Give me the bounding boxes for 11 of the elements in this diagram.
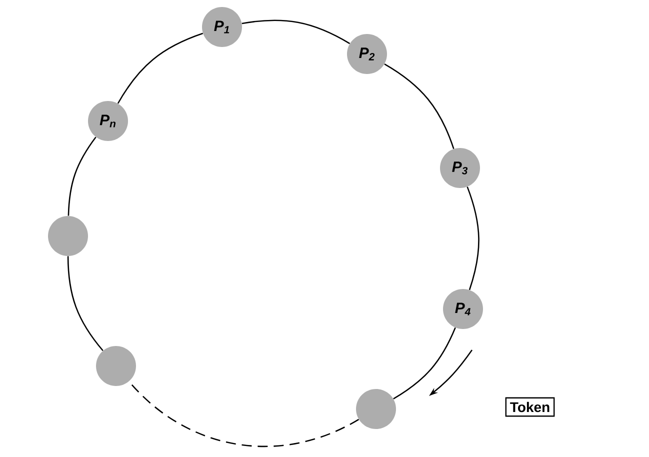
ring-line (117, 32, 204, 104)
ring-line (393, 327, 456, 400)
ring-line (384, 63, 454, 150)
ring-line (466, 186, 480, 290)
ring-line (67, 256, 104, 352)
label-box: Token (505, 397, 555, 417)
process-circle (48, 216, 88, 256)
ring-line (242, 20, 350, 44)
process-circle (96, 346, 136, 386)
ring-line (68, 136, 96, 216)
process-circle (356, 388, 396, 429)
